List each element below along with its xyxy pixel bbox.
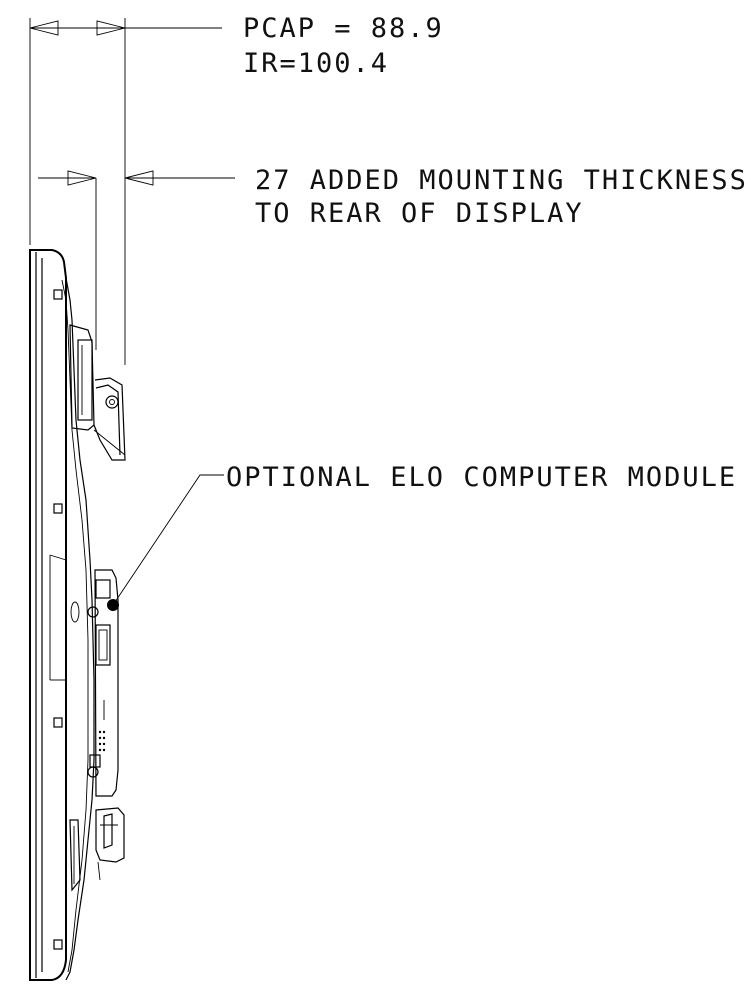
pcap-dimension-text: PCAP = 88.9 bbox=[243, 13, 444, 44]
lower-mount-clip bbox=[69, 807, 125, 892]
overall-depth-dimension bbox=[29, 18, 222, 365]
upper-mount-bracket bbox=[69, 324, 126, 461]
computer-module-label: OPTIONAL ELO COMPUTER MODULE bbox=[226, 462, 737, 493]
mounting-thickness-dimension bbox=[38, 170, 235, 350]
display-body bbox=[29, 249, 95, 981]
module-leader-line bbox=[112, 474, 224, 606]
mounting-thickness-text-line1: 27 ADDED MOUNTING THICKNESS bbox=[255, 165, 748, 196]
ir-dimension-text: IR=100.4 bbox=[243, 48, 389, 79]
mounting-thickness-text-line2: TO REAR OF DISPLAY bbox=[255, 198, 584, 229]
